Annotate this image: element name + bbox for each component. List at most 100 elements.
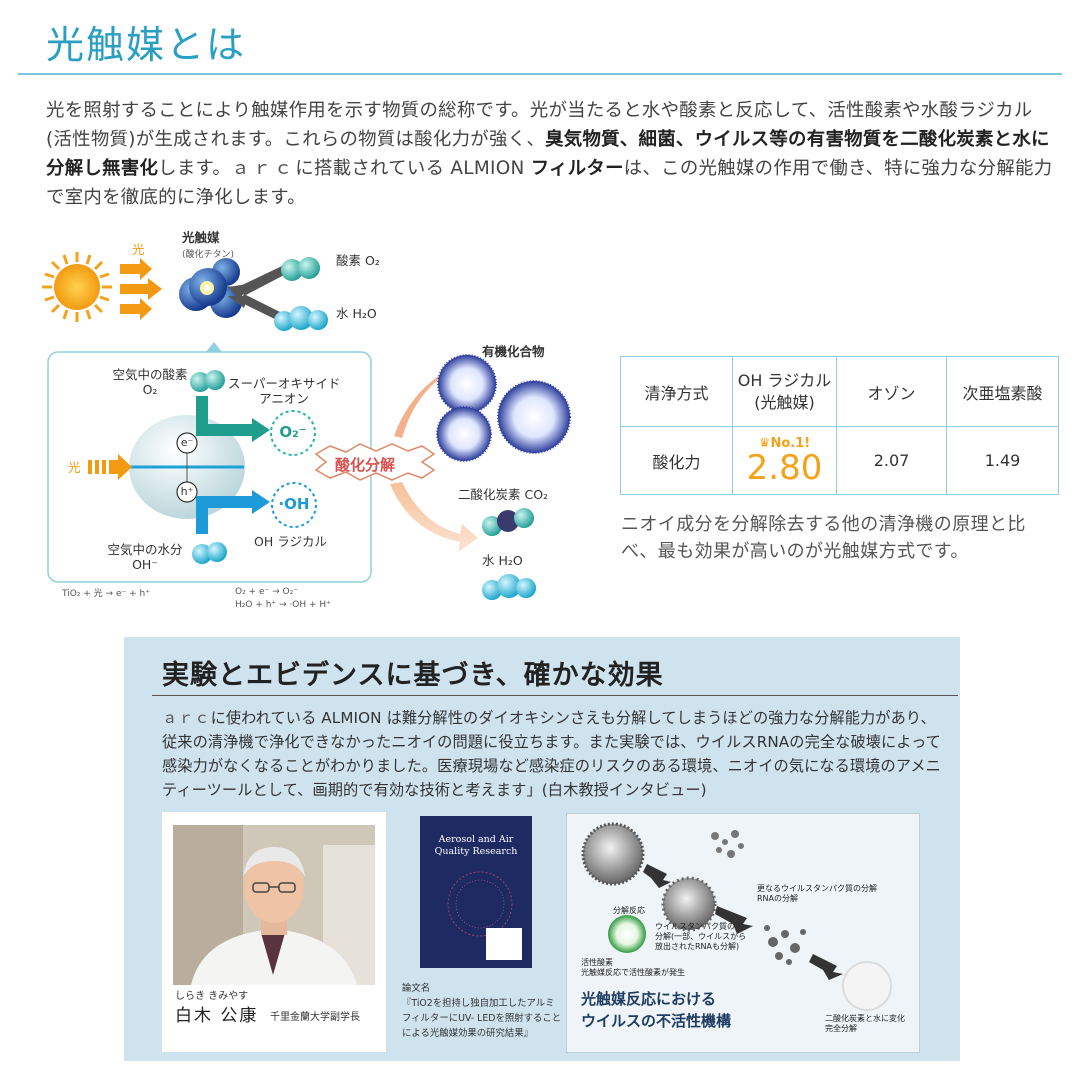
intro-paragraph: 光を照射することにより触媒作用を示す物質の総称です。光が当たると水や酸素と反応し…: [46, 100, 1053, 208]
equation-1: TiO₂ + 光 → e⁻ + h⁺: [62, 589, 150, 599]
filter-emphasis: フィルター: [530, 158, 624, 179]
catalyst-label: 光触媒: [182, 230, 220, 245]
air-water-label: 空気中の水分: [107, 542, 183, 557]
virus-label-further: 更なるウイルスタンパク質の分解: [757, 884, 877, 893]
professor-name: 白木 公康: [175, 1006, 259, 1026]
virus-label-generation: 光触媒反応で活性酸素が発生: [581, 968, 685, 977]
hydroxyl-burst-icon: [271, 482, 317, 528]
evidence-title: 実験とエビデンスに基づき、確かな効果: [162, 660, 664, 691]
page-title: 光触媒とは: [46, 23, 247, 67]
hole-label: h⁺: [180, 485, 194, 498]
co2-molecule-icon: [482, 508, 534, 536]
water-molecule-icon: [274, 306, 328, 331]
light-arrows-icon: [120, 258, 162, 320]
header-ozone: オゾン: [836, 356, 947, 427]
virus-label-co2-water: 二酸化炭素と水に変化: [825, 1014, 905, 1023]
row-label-oxidation: 酸化力: [620, 426, 733, 495]
crown-icon: ♛: [758, 436, 771, 451]
virus-panel-title: 光触媒反応における ウイルスの不活性機構: [581, 990, 732, 1030]
professor-title: 千里金蘭大学副学長: [270, 1012, 360, 1023]
cell-hypochlorous-value: 1.49: [946, 426, 1059, 495]
evidence-quote: ａｒｃに使われている ALMION は難分解性のダイオキシンさえも分解してしまう…: [162, 706, 942, 802]
air-water-formula: OH⁻: [132, 557, 158, 572]
air-water-molecule-icon: [192, 542, 227, 564]
virus-damaged-icon: [661, 876, 717, 932]
light-label: 光: [132, 242, 145, 257]
header-method: 清浄方式: [620, 356, 733, 427]
oxygen-molecule-icon: [281, 257, 320, 281]
superoxide-label-2: アニオン: [259, 391, 309, 406]
virus-label-rna-released: 放出されたRNAも分解): [655, 942, 740, 951]
virus-fragments-icon: [711, 830, 744, 858]
cell-ozone-value: 2.07: [836, 426, 947, 495]
virus-label-partial: 分解(一部、ウイルスから: [655, 932, 747, 941]
virus-rna-breakdown-icon: [764, 925, 806, 965]
photocatalyst-diagram: 光 光触媒 (酸化チタン) 酸素 O₂ 水 H₂O 空気中の酸素 O₂ スーパー…: [30, 222, 605, 610]
arc-logo: ａｒｃ: [231, 158, 296, 179]
header-hypochlorous: 次亜塩素酸: [946, 356, 1059, 427]
curve-arrow-down-icon: [390, 482, 478, 552]
oxidation-label: 酸化分解: [335, 456, 396, 474]
titanium-oxide-icon: [179, 258, 242, 318]
air-oxygen-formula: O₂: [142, 382, 158, 397]
professor-kana: しらき きみやす: [175, 991, 249, 1002]
water-out-label: 水 H₂O: [482, 553, 523, 568]
oh-radical-label: OH ラジカル: [254, 534, 327, 549]
paper-reference: 論文名 『TiO2を担持し独自加工したアルミフィルターにUV- LEDを照射する…: [402, 981, 562, 1041]
active-oxygen-icon: [608, 915, 646, 953]
superoxide-label: スーパーオキサイド: [228, 376, 341, 391]
equation-2: O₂ + e⁻ → O₂⁻: [235, 587, 298, 597]
oxygen-label: 酸素 O₂: [336, 253, 380, 268]
virus-label-complete: 完全分解: [825, 1024, 857, 1033]
arrow-icon-2: [715, 906, 753, 934]
hydroxyl-formula: ·OH: [278, 495, 310, 513]
catalyst-sub-label: (酸化チタン): [182, 250, 235, 260]
superoxide-formula: O₂⁻: [279, 423, 307, 441]
comparison-note: ニオイ成分を分解除去する他の清浄機の原理と比べ、最も効果が高いのが光触媒方式です…: [621, 514, 1026, 562]
virus-label-rna: RNAの分解: [757, 894, 799, 903]
hole-icon: [176, 481, 198, 503]
rank-badge: ♛No.1!: [758, 436, 811, 451]
virus-intact-icon: [581, 822, 645, 886]
title-divider: [18, 73, 1062, 75]
arc-logo: ａｒｃ: [162, 709, 211, 727]
air-oxygen-label: 空気中の酸素: [112, 367, 188, 382]
electron-icon: [176, 432, 198, 454]
table-row: 酸化力 ♛No.1! 2.80 2.07 1.49: [620, 426, 1059, 495]
water-top-label: 水 H₂O: [336, 306, 377, 321]
journal-cover-image: [420, 816, 532, 968]
table-header-row: 清浄方式 OH ラジカル(光触媒) オゾン 次亜塩素酸: [620, 356, 1059, 427]
equation-3: H₂O + h⁺ → ·OH + H⁺: [235, 600, 331, 610]
oxidation-comparison-table: 清浄方式 OH ラジカル(光触媒) オゾン 次亜塩素酸 酸化力 ♛No.1! 2…: [620, 356, 1059, 495]
evidence-divider: [152, 695, 958, 696]
professor-card: しらき きみやす 白木 公康 千里金蘭大学副学長: [162, 812, 386, 1052]
organic-compound-icon: [436, 354, 571, 462]
co2-label: 二酸化炭素 CO₂: [458, 487, 549, 502]
superoxide-burst-icon: [270, 410, 316, 456]
arrow-icon-3: [809, 954, 843, 980]
paper-title: 『TiO2を担持し独自加工したアルミフィルターにUV- LEDを照射することによ…: [402, 998, 562, 1039]
light-in-label: 光: [68, 460, 81, 475]
organic-label: 有機化合物: [482, 344, 545, 359]
virus-label-decomposition: 分解反応: [613, 906, 645, 915]
sun-icon: [42, 252, 112, 322]
professor-photo: [173, 825, 375, 985]
paper-label: 論文名: [402, 983, 431, 994]
intro-emphasis: 臭気物質、細菌、ウイルス等の有害物質を二酸化炭素と水に分解し無害化: [46, 129, 1050, 179]
journal-title: Aerosol and Air Quality Research: [434, 834, 518, 857]
oxidation-burst-icon: [314, 443, 436, 481]
virus-label-active-oxygen: 活性酸素: [581, 958, 613, 967]
air-oxygen-molecule-icon: [190, 370, 225, 392]
virus-label-protein: ウイルスタンパク質の: [655, 922, 735, 931]
superoxide-arrow-icon: [196, 396, 252, 436]
dispersed-molecules-icon: [842, 961, 892, 1011]
light-in-arrow-icon: [88, 454, 132, 480]
evidence-panel: 実験とエビデンスに基づき、確かな効果 ａｒｃに使われている ALMION は難分…: [124, 637, 960, 1061]
journal-cover: Aerosol and Air Quality Research: [420, 816, 532, 968]
cell-oh-value: ♛No.1! 2.80: [732, 426, 837, 495]
virus-mechanism-graphics: [581, 822, 892, 1011]
water-out-molecule-icon: [482, 574, 536, 600]
electron-label: e⁻: [180, 436, 194, 449]
diagram-graphics: [42, 252, 571, 600]
virus-inactivation-panel: 分解反応 ウイルスタンパク質の 分解(一部、ウイルスから 放出されたRNAも分解…: [566, 813, 920, 1053]
